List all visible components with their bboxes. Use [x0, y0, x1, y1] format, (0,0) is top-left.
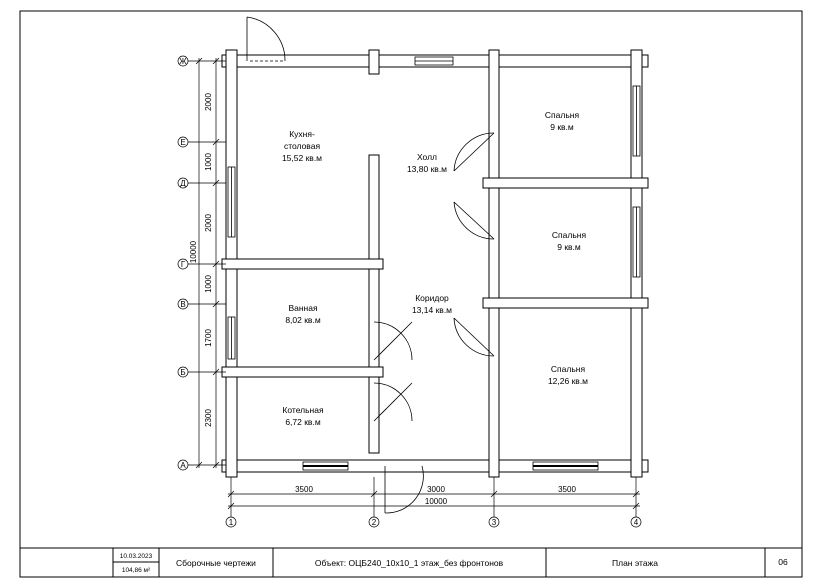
- title-sheet-number: 06: [778, 557, 788, 567]
- axis-label-e: Е: [180, 138, 185, 147]
- axis-letter-labels: Ж Е Д Г В Б А: [179, 57, 187, 470]
- door-bathroom: [373, 321, 413, 361]
- dim-v-1000-top: 1000: [204, 153, 213, 171]
- dim-v-1000-mid: 1000: [204, 275, 213, 293]
- room-bedroom-1-area: 9 кв.м: [550, 122, 574, 132]
- wall-axis-2-stub: [368, 49, 380, 75]
- window-east-bedroom-1: [632, 85, 641, 157]
- window-west-bathroom: [227, 316, 236, 360]
- axis-letter-markers: [177, 55, 226, 471]
- room-boiler-area: 6,72 кв.м: [285, 417, 321, 427]
- vertical-dimension-labels: 2000 1000 2000 1000 1700 2300 10000: [189, 93, 213, 427]
- title-block-text: 10.03.2023 104,86 м² Сборочные чертежи О…: [120, 553, 788, 574]
- vertical-dimension-lines: [195, 57, 220, 469]
- room-corridor-label: Коридор: [415, 293, 449, 303]
- dim-v-2300: 2300: [204, 409, 213, 427]
- wall-bedroom-2-3: [482, 297, 649, 309]
- room-labels: Кухня- столовая 15,52 кв.м Холл 13,80 кв…: [282, 110, 588, 427]
- door-south: [384, 465, 424, 514]
- room-corridor-area: 13,14 кв.м: [412, 305, 452, 315]
- window-south-boiler: [302, 461, 349, 471]
- dim-h-3000: 3000: [427, 485, 445, 494]
- dim-v-2000-mid: 2000: [204, 214, 213, 232]
- door-swings: [246, 16, 495, 514]
- axis-label-zh: Ж: [179, 57, 187, 66]
- axis-number-labels: 1 2 3 4: [229, 518, 639, 527]
- dim-v-total: 10000: [189, 240, 198, 263]
- title-date: 10.03.2023: [120, 553, 153, 560]
- window-west-kitchen: [227, 166, 236, 238]
- room-kitchen-label-2: столовая: [284, 141, 321, 151]
- dim-h-3500-right: 3500: [558, 485, 576, 494]
- dim-h-3500-left: 3500: [295, 485, 313, 494]
- axis-number-markers: [225, 477, 642, 528]
- title-section: Сборочные чертежи: [176, 558, 256, 568]
- horizontal-dimension-labels: 3500 3000 3500 10000: [295, 485, 576, 506]
- axis-label-1: 1: [229, 518, 234, 527]
- wall-axis-g: [221, 258, 384, 270]
- title-block: [20, 547, 802, 577]
- title-object: Объект: ОЦБ240_10х10_1 этаж_без фронтоно…: [315, 558, 504, 568]
- door-bedroom-2: [453, 201, 495, 240]
- room-bedroom-2-label: Спальня: [552, 230, 587, 240]
- room-kitchen-area: 15,52 кв.м: [282, 153, 322, 163]
- axis-label-a: А: [180, 461, 186, 470]
- axis-label-g: Г: [181, 260, 186, 269]
- dim-h-total: 10000: [425, 497, 448, 506]
- room-boiler-label: Котельная: [282, 405, 324, 415]
- axis-label-4: 4: [634, 518, 639, 527]
- window-north-hall: [414, 56, 454, 66]
- room-bathroom-label: Ванная: [288, 303, 318, 313]
- title-sheet-name: План этажа: [612, 558, 658, 568]
- wall-axis-3: [488, 49, 500, 478]
- room-bedroom-3-area: 12,26 кв.м: [548, 376, 588, 386]
- door-bedroom-3: [453, 317, 495, 357]
- room-hall-label: Холл: [417, 152, 437, 162]
- room-bathroom-area: 8,02 кв.м: [285, 315, 321, 325]
- axis-label-d: Д: [180, 179, 186, 188]
- room-hall-area: 13,80 кв.м: [407, 164, 447, 174]
- wall-axis-b: [221, 366, 384, 378]
- axis-label-v: В: [180, 300, 185, 309]
- title-area: 104,86 м²: [122, 567, 151, 574]
- door-boiler: [373, 382, 413, 422]
- axis-label-b: Б: [180, 368, 185, 377]
- wall-axis-2-upper: [368, 154, 380, 454]
- horizontal-dimension-lines: [227, 490, 640, 510]
- windows: [227, 56, 641, 471]
- sheet-frame: [19, 10, 803, 578]
- room-kitchen-label-1: Кухня-: [289, 129, 315, 139]
- dim-v-1700: 1700: [204, 329, 213, 347]
- room-bedroom-2-area: 9 кв.м: [557, 242, 581, 252]
- door-bedroom-1: [453, 132, 495, 172]
- dim-v-2000-top: 2000: [204, 93, 213, 111]
- window-south-bedroom-3: [532, 461, 599, 471]
- wall-bedroom-1-2: [482, 177, 649, 189]
- axis-label-2: 2: [372, 518, 377, 527]
- axis-label-3: 3: [492, 518, 497, 527]
- door-entrance: [246, 16, 286, 62]
- window-east-bedroom-2: [632, 206, 641, 278]
- room-bedroom-3-label: Спальня: [551, 364, 586, 374]
- room-bedroom-1-label: Спальня: [545, 110, 580, 120]
